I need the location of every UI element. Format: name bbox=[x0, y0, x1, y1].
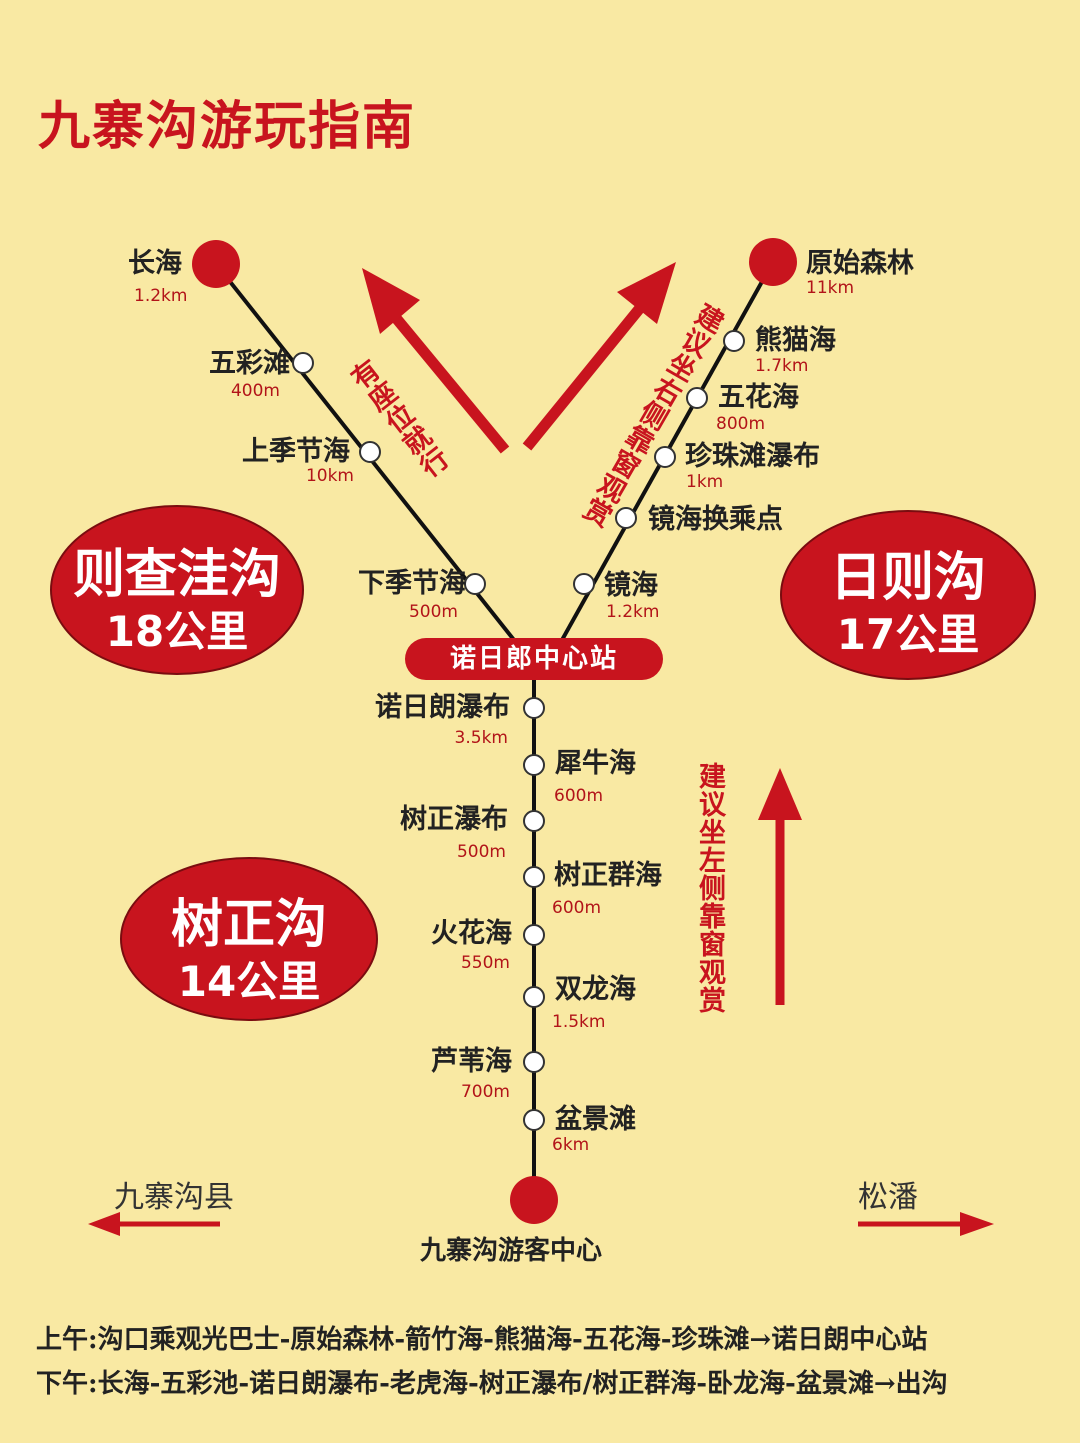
stop-label-wucaitan: 五彩滩 bbox=[209, 348, 290, 379]
stop-dist-jinghai: 1.2km bbox=[606, 602, 660, 622]
stop-label-luweihai: 芦苇海 bbox=[431, 1046, 512, 1077]
stop-label-shangjijiehai: 上季节海 bbox=[242, 436, 350, 467]
arrow-trunk-icon bbox=[758, 768, 802, 1005]
terminal-label-visitor-center: 九寨沟游客中心 bbox=[420, 1236, 603, 1266]
stop-shuzheng-falls-icon bbox=[523, 810, 545, 832]
stop-label-shuzheng-lakes: 树正群海 bbox=[554, 860, 662, 891]
terminal-forest-icon bbox=[749, 238, 797, 286]
valley-name: 则查洼沟 bbox=[72, 545, 281, 605]
stop-dist-luweihai: 700m bbox=[460, 1082, 510, 1102]
stop-xiniuhai-icon bbox=[523, 754, 545, 776]
terminal-label-changhai: 长海 bbox=[128, 248, 182, 279]
stop-dist-penjingtan: 6km bbox=[552, 1135, 590, 1155]
stop-label-jinghai-transfer: 镜海换乘点 bbox=[648, 504, 783, 535]
stop-label-nuorilang: 诺日朗瀑布 bbox=[375, 692, 510, 723]
stop-label-shuanglonghai: 双龙海 bbox=[555, 974, 636, 1005]
stop-dist-wuhuahai: 800m bbox=[716, 414, 766, 434]
stop-dist-huohuahai: 550m bbox=[460, 953, 510, 973]
itinerary-afternoon: 下午:长海-五彩池-诺日朗瀑布-老虎海-树正瀑布/树正群海-卧龙海-盆景滩→出沟 bbox=[36, 1369, 948, 1399]
stop-xiajijiehai-icon bbox=[464, 573, 486, 595]
stop-label-penjingtan: 盆景滩 bbox=[555, 1104, 636, 1135]
stop-luweihai-icon bbox=[523, 1051, 545, 1073]
arrow-right-branch-icon bbox=[522, 262, 676, 451]
stop-nuorilang-icon bbox=[523, 697, 545, 719]
valley-name: 日则沟 bbox=[829, 548, 986, 608]
stop-label-huohuahai: 火花海 bbox=[431, 918, 512, 949]
hub-station: 诺日郎中心站 bbox=[405, 638, 663, 680]
stop-dist-shangjijiehai: 10km bbox=[305, 466, 354, 486]
stop-shuzheng-lakes-icon bbox=[523, 866, 545, 888]
stop-label-xiajijiehai: 下季节海 bbox=[358, 568, 466, 599]
itinerary-notes: 上午:沟口乘观光巴士-原始森林-箭竹海-熊猫海-五花海-珍珠滩→诺日朗中心站 下… bbox=[36, 1318, 948, 1406]
stop-huohuahai-icon bbox=[523, 924, 545, 946]
stop-label-wuhuahai: 五花海 bbox=[718, 382, 799, 413]
stop-xiongmaohai-icon bbox=[723, 330, 745, 352]
stop-wuhuahai-icon bbox=[686, 387, 708, 409]
stop-dist-shuanglonghai: 1.5km bbox=[552, 1012, 606, 1032]
stop-penjingtan-icon bbox=[523, 1109, 545, 1131]
stop-shuanglonghai-icon bbox=[523, 986, 545, 1008]
stop-jinghai-transfer-icon bbox=[615, 507, 637, 529]
stop-dist-shuzheng-falls: 500m bbox=[456, 842, 506, 862]
arrow-left-branch-icon bbox=[362, 268, 510, 454]
stop-label-zhenzhutan: 珍珠滩瀑布 bbox=[685, 441, 820, 472]
valley-distance: 14公里 bbox=[177, 957, 321, 1006]
stop-dist-nuorilang: 3.5km bbox=[454, 728, 508, 748]
stop-dist-shuzheng-lakes: 600m bbox=[552, 898, 602, 918]
valley-badge-shuzheng: 树正沟 14公里 bbox=[120, 857, 378, 1021]
stop-dist-wucaitan: 400m bbox=[230, 381, 280, 401]
stop-shangjijiehai-icon bbox=[359, 441, 381, 463]
valley-name: 树正沟 bbox=[170, 895, 327, 955]
stop-dist-xiajijiehai: 500m bbox=[408, 602, 458, 622]
stop-label-xiniuhai: 犀牛海 bbox=[555, 748, 636, 779]
arrow-exit-left-icon bbox=[88, 1212, 220, 1236]
page-title: 九寨沟游玩指南 bbox=[38, 97, 417, 157]
valley-distance: 18公里 bbox=[105, 607, 249, 656]
stop-label-jinghai: 镜海 bbox=[604, 570, 658, 601]
terminal-label-forest: 原始森林 bbox=[806, 248, 914, 279]
stop-dist-zhenzhutan: 1km bbox=[686, 472, 724, 492]
stop-dist-xiongmaohai: 1.7km bbox=[755, 356, 809, 376]
terminal-visitor-center-icon bbox=[510, 1176, 558, 1224]
itinerary-morning: 上午:沟口乘观光巴士-原始森林-箭竹海-熊猫海-五花海-珍珠滩→诺日朗中心站 bbox=[36, 1325, 928, 1355]
exit-label-left: 九寨沟县 bbox=[114, 1180, 234, 1215]
terminal-changhai-icon bbox=[192, 240, 240, 288]
stop-label-xiongmaohai: 熊猫海 bbox=[755, 325, 836, 356]
stop-wucaitan-icon bbox=[292, 352, 314, 374]
valley-badge-rize: 日则沟 17公里 bbox=[780, 510, 1036, 680]
tip-trunk: 建议坐左侧靠窗观赏 bbox=[694, 762, 725, 1014]
stop-label-shuzheng-falls: 树正瀑布 bbox=[400, 804, 508, 835]
stop-jinghai-icon bbox=[573, 573, 595, 595]
terminal-dist-forest: 11km bbox=[806, 278, 855, 298]
stop-dist-xiniuhai: 600m bbox=[554, 786, 604, 806]
terminal-dist-changhai: 1.2km bbox=[134, 286, 188, 306]
exit-label-right: 松潘 bbox=[858, 1180, 918, 1215]
stop-zhenzhutan-icon bbox=[654, 446, 676, 468]
valley-badge-zechawa: 则查洼沟 18公里 bbox=[50, 505, 304, 675]
arrow-exit-right-icon bbox=[858, 1212, 994, 1236]
valley-distance: 17公里 bbox=[836, 610, 980, 659]
